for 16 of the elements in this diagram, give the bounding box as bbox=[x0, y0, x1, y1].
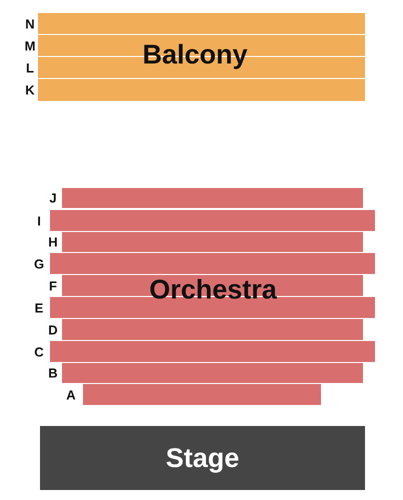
stage-label: Stage bbox=[166, 442, 240, 474]
row-label: A bbox=[66, 388, 76, 401]
row-label: N bbox=[25, 17, 35, 30]
row-label: F bbox=[49, 279, 57, 292]
row-label: E bbox=[34, 301, 44, 314]
row-label: K bbox=[25, 84, 35, 96]
row-label: C bbox=[34, 345, 44, 358]
row-label: L bbox=[26, 61, 34, 74]
row-label: J bbox=[49, 192, 57, 204]
row-label: D bbox=[48, 323, 58, 336]
row-label: H bbox=[48, 236, 58, 248]
row-label: G bbox=[34, 257, 44, 270]
row-label: B bbox=[48, 366, 58, 380]
stage-block bbox=[40, 426, 365, 490]
row-label: I bbox=[37, 214, 41, 227]
row-label: M bbox=[24, 39, 36, 52]
